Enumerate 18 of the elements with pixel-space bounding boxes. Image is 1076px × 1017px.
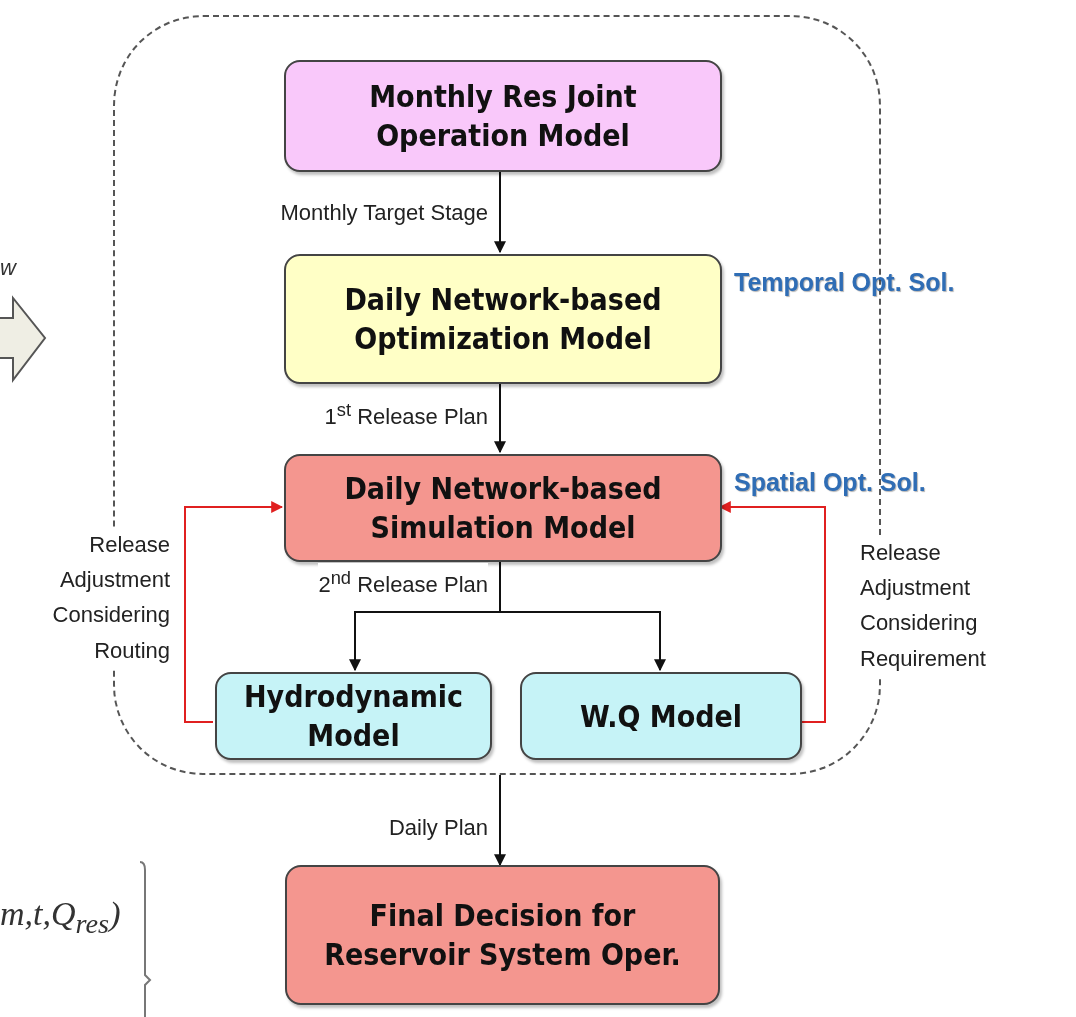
process-box xyxy=(284,60,722,172)
box-text: Daily Network-based Simulation Model xyxy=(343,470,663,547)
box-text: Daily Network-based Optimization Model xyxy=(343,281,663,358)
annotation-text: Temporal Opt. Sol. xyxy=(734,268,955,297)
box-text: Hydrodynamic Model xyxy=(242,678,465,755)
box-text: W.Q Model xyxy=(578,697,744,736)
box-text: Final Decision for Reservoir System Oper. xyxy=(323,897,682,974)
annotation-text: Spatial Opt. Sol. xyxy=(734,468,926,497)
box-text: Monthly Res Joint Operation Model xyxy=(368,78,638,155)
arrow xyxy=(494,169,506,254)
process-box xyxy=(520,672,802,760)
formula-text: m,t,Q$_{res}$) xyxy=(0,895,121,940)
process-box xyxy=(215,672,492,760)
arrow xyxy=(184,501,284,723)
process-box xyxy=(285,865,720,1005)
arrow xyxy=(494,774,506,867)
text-fragment: w xyxy=(0,255,16,281)
arrow xyxy=(494,381,506,454)
